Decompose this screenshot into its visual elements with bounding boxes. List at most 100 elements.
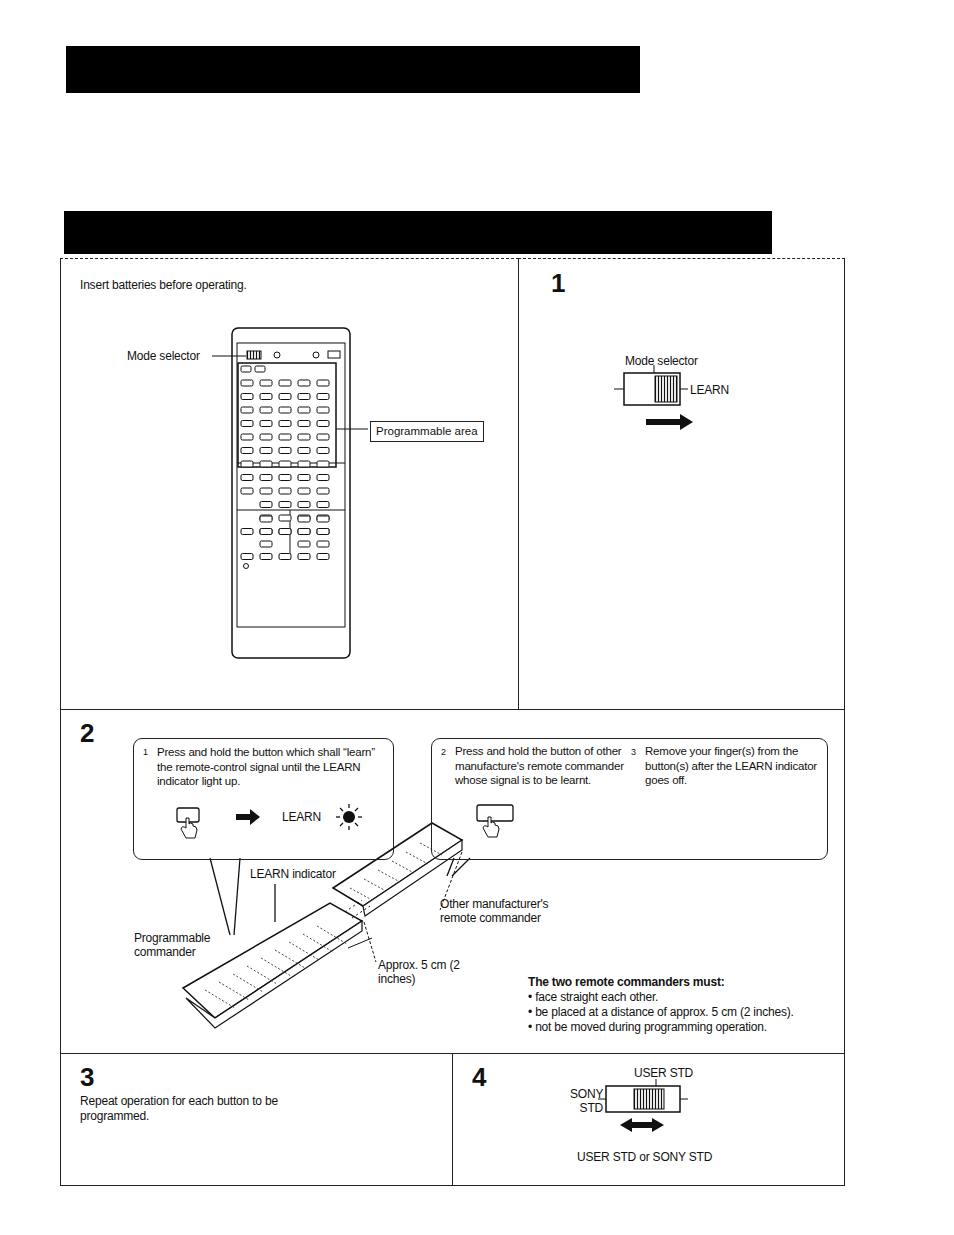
- texture-stroke: [350, 888, 372, 900]
- button-stroke: [260, 394, 272, 400]
- texture-stroke: [289, 942, 319, 960]
- button-stroke: [298, 515, 310, 521]
- switch-position: LEARN: [690, 383, 729, 397]
- ir-beam: [345, 900, 370, 918]
- button-stroke: [317, 515, 329, 521]
- button-stroke: [279, 380, 291, 386]
- button-stroke: [298, 380, 310, 386]
- step-number: 2: [80, 719, 110, 747]
- button-stroke: [279, 554, 291, 560]
- body-text: Repeat operation for each button to be p…: [80, 1094, 280, 1124]
- button-stroke: [260, 434, 272, 440]
- button-stroke: [298, 529, 310, 535]
- indicator-label: LEARN: [282, 810, 321, 824]
- button-stroke: [298, 529, 310, 535]
- button-stroke: [279, 407, 291, 413]
- button-stroke: [260, 475, 272, 481]
- button-stroke: [279, 515, 291, 521]
- button-stroke: [260, 421, 272, 427]
- button-stroke: [260, 488, 272, 494]
- texture-stroke: [392, 861, 414, 873]
- area-label: Programmable area: [376, 425, 478, 437]
- button-stroke: [241, 448, 253, 454]
- remote-commanders: [183, 823, 462, 1028]
- button-stroke: [298, 434, 310, 440]
- button-stroke: [317, 421, 329, 427]
- texture-stroke: [406, 852, 428, 864]
- button-stroke: [298, 502, 310, 508]
- section-bar: [64, 211, 772, 254]
- note-item: • face straight each other.: [528, 990, 658, 1004]
- button-stroke: [317, 529, 329, 535]
- button-stroke: [260, 448, 272, 454]
- callout-box: 1Press and hold the button which shall “…: [133, 738, 394, 860]
- button-stroke: [298, 541, 310, 547]
- button-stroke: [279, 488, 291, 494]
- title-bar: [66, 46, 640, 93]
- step-panel: 2 1Press and hold the button which shall …: [60, 709, 845, 1054]
- panel: Insert batteries before operating. Progra…: [60, 258, 519, 710]
- button-stroke: [241, 461, 253, 467]
- area-label-box: Programmable area: [370, 421, 484, 442]
- switch-caption: USER STD or SONY STD: [577, 1150, 712, 1164]
- button-stroke: [260, 407, 272, 413]
- texture-stroke: [219, 982, 249, 1000]
- button-stroke: [279, 461, 291, 467]
- button-stroke: [298, 421, 310, 427]
- button-stroke: [255, 366, 265, 372]
- button-stroke: [317, 516, 329, 522]
- button-stroke: [279, 434, 291, 440]
- texture-stroke: [205, 990, 235, 1008]
- step-number: 4: [472, 1063, 502, 1091]
- button-stroke: [279, 394, 291, 400]
- callout-box: 2Press and hold the button of other manu…: [431, 738, 828, 860]
- button-stroke: [317, 502, 329, 508]
- button-stroke: [260, 515, 272, 521]
- sub-step-number: 1: [143, 745, 155, 759]
- texture-stroke: [364, 879, 386, 891]
- button-stroke: [317, 448, 329, 454]
- texture-stroke: [378, 870, 400, 882]
- button-stroke: [260, 554, 272, 560]
- button-stroke: [317, 380, 329, 386]
- button-stroke: [279, 529, 291, 535]
- body-text: Press and hold the button of other manuf…: [455, 744, 625, 788]
- texture-stroke: [303, 934, 333, 952]
- step-panel: 1: [518, 258, 845, 710]
- leader-line: [212, 356, 246, 357]
- button-stroke: [260, 380, 272, 386]
- button-stroke: [260, 529, 272, 535]
- body-text: Insert batteries before operating.: [80, 278, 480, 293]
- button-stroke: [298, 448, 310, 454]
- body-text: Press and hold the button which shall “l…: [157, 745, 389, 789]
- button-stroke: [298, 475, 310, 481]
- button-stroke: [260, 502, 272, 508]
- mode-switch: [614, 365, 693, 430]
- note-item: • not be moved during programming operat…: [528, 1020, 767, 1034]
- sub-step-number: 3: [631, 745, 643, 759]
- button-stroke: [317, 434, 329, 440]
- texture-stroke: [317, 926, 347, 944]
- button-stroke: [317, 554, 329, 560]
- button-stroke: [241, 366, 251, 372]
- button-stroke: [279, 529, 291, 535]
- button-stroke: [260, 461, 272, 467]
- button-stroke: [317, 394, 329, 400]
- part-label: Mode selector: [625, 354, 698, 368]
- button-stroke: [317, 475, 329, 481]
- button-stroke: [241, 475, 253, 481]
- texture-stroke: [275, 950, 305, 968]
- button-stroke: [298, 407, 310, 413]
- button-stroke: [241, 488, 253, 494]
- texture-stroke: [261, 958, 291, 976]
- button-stroke: [241, 421, 253, 427]
- button-stroke: [241, 407, 253, 413]
- part-label: LEARN indicator: [250, 867, 336, 881]
- button-stroke: [260, 516, 272, 522]
- button-stroke: [298, 461, 310, 467]
- switch-position: SONY STD: [570, 1087, 603, 1115]
- button-stroke: [317, 488, 329, 494]
- button-stroke: [317, 461, 329, 467]
- dimension-label: Approx. 5 cm (2 inches): [378, 958, 466, 986]
